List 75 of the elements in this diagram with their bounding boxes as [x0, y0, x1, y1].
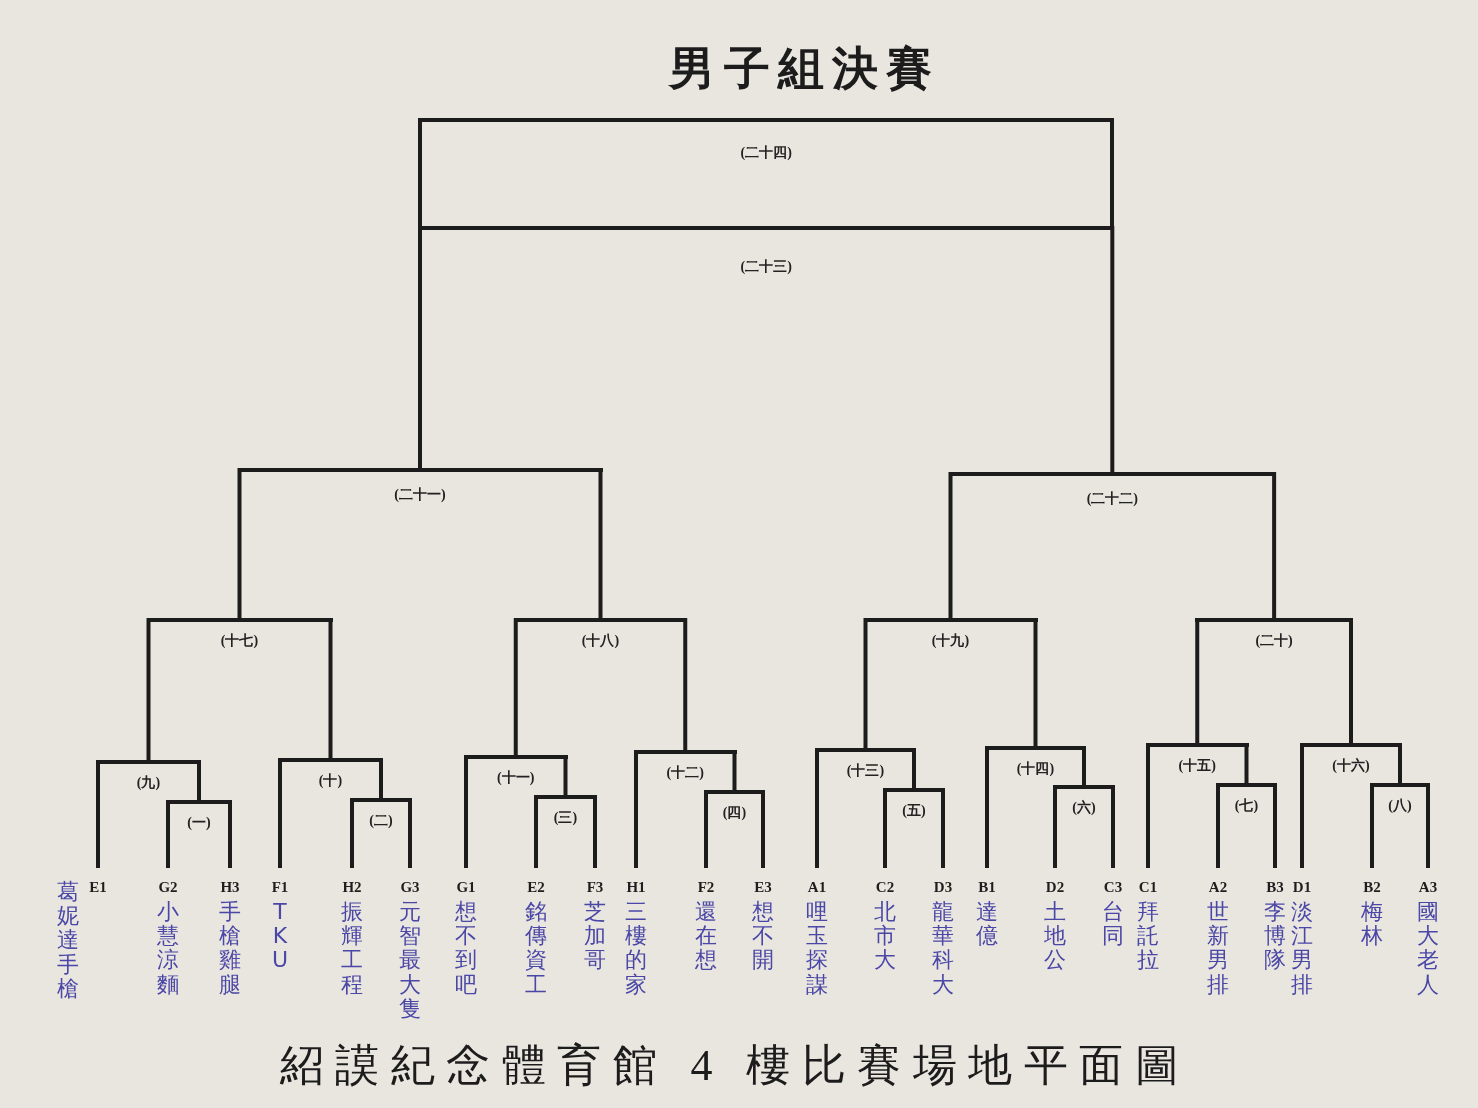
match-number: (二十) — [1255, 634, 1293, 648]
team-name: 李博隊 — [1264, 900, 1286, 973]
match-number: (三) — [553, 811, 578, 825]
match-number: (二十一) — [394, 488, 446, 502]
team-name: 土地公 — [1044, 900, 1066, 973]
seed-code: D2 — [1045, 880, 1065, 895]
match-number: (六) — [1072, 801, 1096, 815]
team-name: 芝加哥 — [584, 900, 606, 973]
match-number: (八) — [1388, 799, 1412, 813]
match-number: (十六) — [1332, 759, 1370, 773]
seed-code: B2 — [1363, 880, 1381, 895]
match-number: (七) — [1234, 799, 1259, 813]
seed-code: A1 — [807, 880, 827, 895]
match-number: (十三) — [846, 764, 885, 778]
seed-code: F1 — [271, 880, 289, 895]
seed-code: C3 — [1103, 880, 1123, 895]
match-number: (九) — [136, 776, 161, 790]
team-name: 世新男排 — [1207, 900, 1229, 997]
match-number: (二) — [369, 814, 393, 828]
team-name: 想不到吧 — [455, 900, 477, 997]
seed-code: G3 — [400, 880, 420, 895]
team-name: 元智最大隻 — [399, 900, 421, 1021]
seed-code: E1 — [89, 880, 107, 895]
team-name: 想不開 — [752, 900, 774, 973]
seed-code: F3 — [586, 880, 604, 895]
caption: 紹謨紀念體育館 4 樓比賽場地平面圖 — [279, 1044, 1191, 1088]
match-number: (十八) — [581, 634, 620, 648]
seed-code: H2 — [342, 880, 362, 895]
team-name: 手槍雞腿 — [219, 900, 241, 997]
team-name: 台同 — [1102, 900, 1124, 949]
seed-code: G2 — [158, 880, 178, 895]
team-name: 北市大 — [874, 900, 896, 973]
match-number: (十五) — [1178, 759, 1216, 773]
match-number: (四) — [722, 806, 747, 820]
seed-code: F2 — [697, 880, 715, 895]
seed-code: A2 — [1208, 880, 1228, 895]
seed-code: G1 — [456, 880, 476, 895]
match-number: (十四) — [1016, 762, 1055, 776]
match-number: (十七) — [220, 634, 259, 648]
team-name: TKU — [270, 900, 290, 973]
seed-code: E3 — [754, 880, 772, 895]
seed-code: D3 — [933, 880, 953, 895]
team-name: 淡江男排 — [1291, 900, 1313, 997]
team-name: 小慧涼麵 — [157, 900, 179, 997]
seed-code: B3 — [1266, 880, 1284, 895]
team-name: 還在想 — [695, 900, 717, 973]
match-number: (十) — [318, 774, 343, 788]
match-number: (十二) — [666, 766, 704, 780]
match-number: (一) — [187, 816, 211, 830]
match-number: (二十二) — [1086, 492, 1138, 506]
team-name: 龍華科大 — [932, 900, 954, 997]
match-number: (十九) — [931, 634, 970, 648]
team-name: 拜託拉 — [1137, 900, 1159, 973]
seed-code: C1 — [1138, 880, 1158, 895]
team-name: 國大老人 — [1417, 900, 1439, 997]
seed-code: H1 — [626, 880, 646, 895]
team-name: 葛妮達手槍 — [57, 880, 79, 1001]
match-number: (二十三) — [740, 260, 792, 274]
bracket-box — [418, 118, 1115, 226]
seed-code: A3 — [1418, 880, 1438, 895]
team-name: 振輝工程 — [341, 900, 363, 997]
seed-code: D1 — [1292, 880, 1312, 895]
seed-code: H3 — [220, 880, 240, 895]
team-name: 達億 — [976, 900, 998, 949]
seed-code: E2 — [527, 880, 545, 895]
team-name: 哩玉探謀 — [806, 900, 828, 997]
team-name: 三樓的家 — [625, 900, 647, 997]
team-name: 梅林 — [1361, 900, 1383, 949]
match-number: (二十四) — [740, 146, 792, 160]
match-number: (五) — [902, 804, 926, 818]
title: 男子組決賽 — [667, 46, 942, 92]
team-name: 銘傳資工 — [525, 900, 547, 997]
seed-code: C2 — [875, 880, 895, 895]
match-number: (十一) — [497, 771, 535, 785]
seed-code: B1 — [978, 880, 996, 895]
